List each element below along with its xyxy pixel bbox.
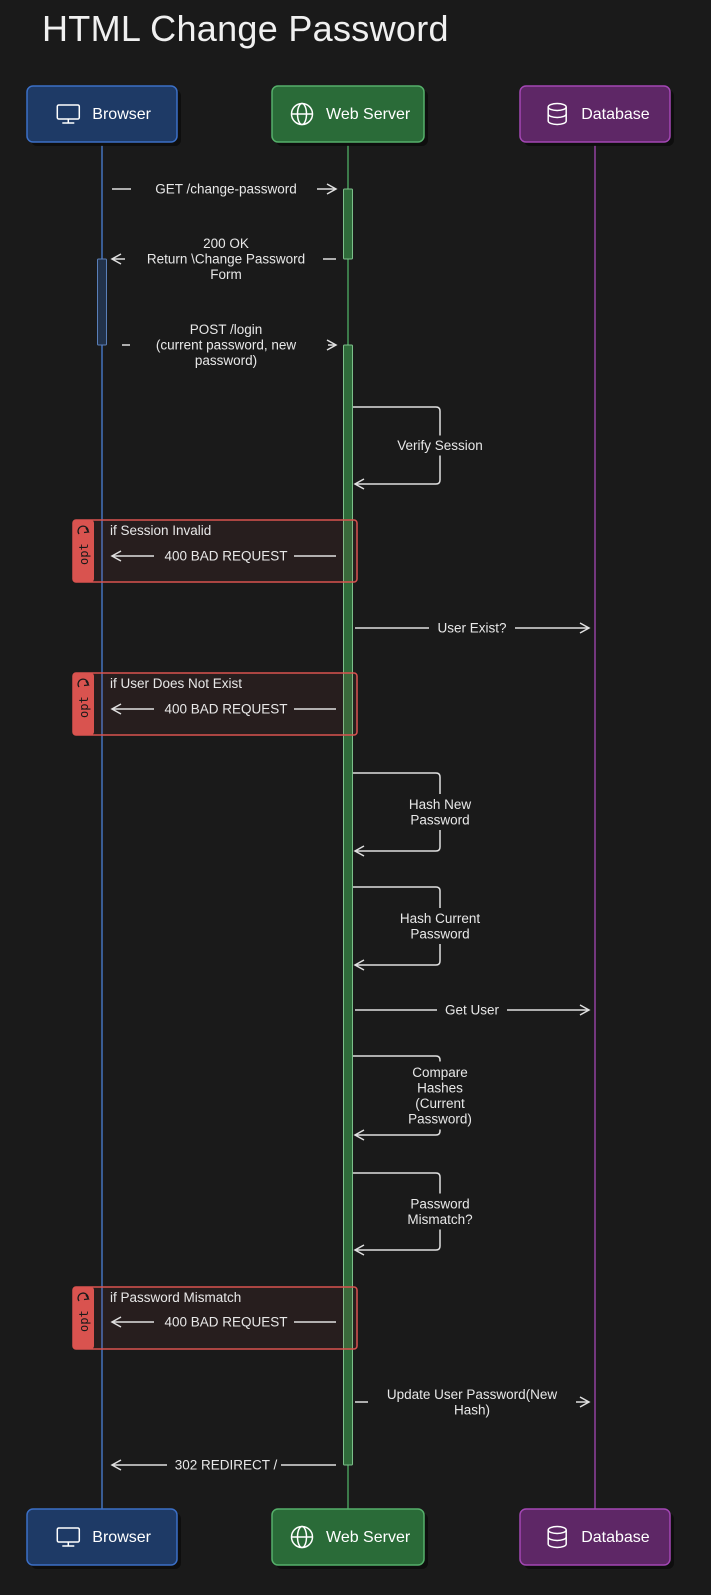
browser-actor-label: Browser (92, 1529, 151, 1546)
server-actor-bottom: Web Server (271, 1508, 428, 1569)
server-actor-top: Web Server (271, 85, 428, 146)
opt-keyword: opt (77, 696, 91, 718)
activation-bar (97, 258, 107, 346)
opt-tab (73, 673, 94, 735)
message-label: GET /change-password (155, 182, 297, 197)
message-label: Get User (445, 1003, 500, 1018)
label-bg (402, 1061, 478, 1130)
opt-keyword: opt (77, 543, 91, 565)
database-icon (547, 1525, 567, 1549)
database-actor-label: Database (581, 106, 650, 123)
loop-icon (77, 1292, 90, 1302)
monitor-icon (56, 104, 81, 124)
opt-tab (73, 1287, 94, 1349)
label-bg (402, 1193, 478, 1230)
opt-tab (73, 520, 94, 582)
self-message-label: Verify Session (397, 438, 483, 453)
server-actor-label: Web Server (326, 1529, 411, 1546)
database-actor-bottom: Database (519, 1508, 674, 1569)
label-bg (406, 794, 474, 830)
message-label: User Exist? (437, 621, 506, 636)
page-title: HTML Change Password (42, 8, 449, 49)
server-actor-label: Web Server (326, 106, 411, 123)
label-bg (391, 908, 489, 944)
opt-condition: if User Does Not Exist (110, 676, 242, 691)
message-label: 400 BAD REQUEST (164, 702, 287, 717)
database-icon (547, 102, 567, 126)
browser-actor-bottom: Browser (26, 1508, 181, 1569)
monitor-icon (56, 1527, 81, 1547)
message-label: 302 REDIRECT / (175, 1458, 278, 1473)
opt-condition: if Session Invalid (110, 523, 211, 538)
database-actor-label: Database (581, 1529, 650, 1546)
globe-icon (290, 1525, 314, 1549)
opt-keyword: opt (77, 1310, 91, 1332)
browser-actor-label: Browser (92, 106, 151, 123)
message-label: 400 BAD REQUEST (164, 549, 287, 564)
database-actor-top: Database (519, 85, 674, 146)
opt-block: opt if User Does Not Exist (72, 672, 358, 736)
browser-actor-top: Browser (26, 85, 181, 146)
label-bg (384, 435, 496, 456)
opt-block: opt if Password Mismatch (72, 1286, 358, 1350)
loop-icon (77, 678, 90, 688)
message-label: 400 BAD REQUEST (164, 1315, 287, 1330)
activation-bar (343, 344, 353, 1466)
activation-bar (343, 188, 353, 260)
opt-condition: if Password Mismatch (110, 1290, 241, 1305)
globe-icon (290, 102, 314, 126)
loop-icon (77, 525, 90, 535)
opt-block: opt if Session Invalid (72, 519, 358, 583)
